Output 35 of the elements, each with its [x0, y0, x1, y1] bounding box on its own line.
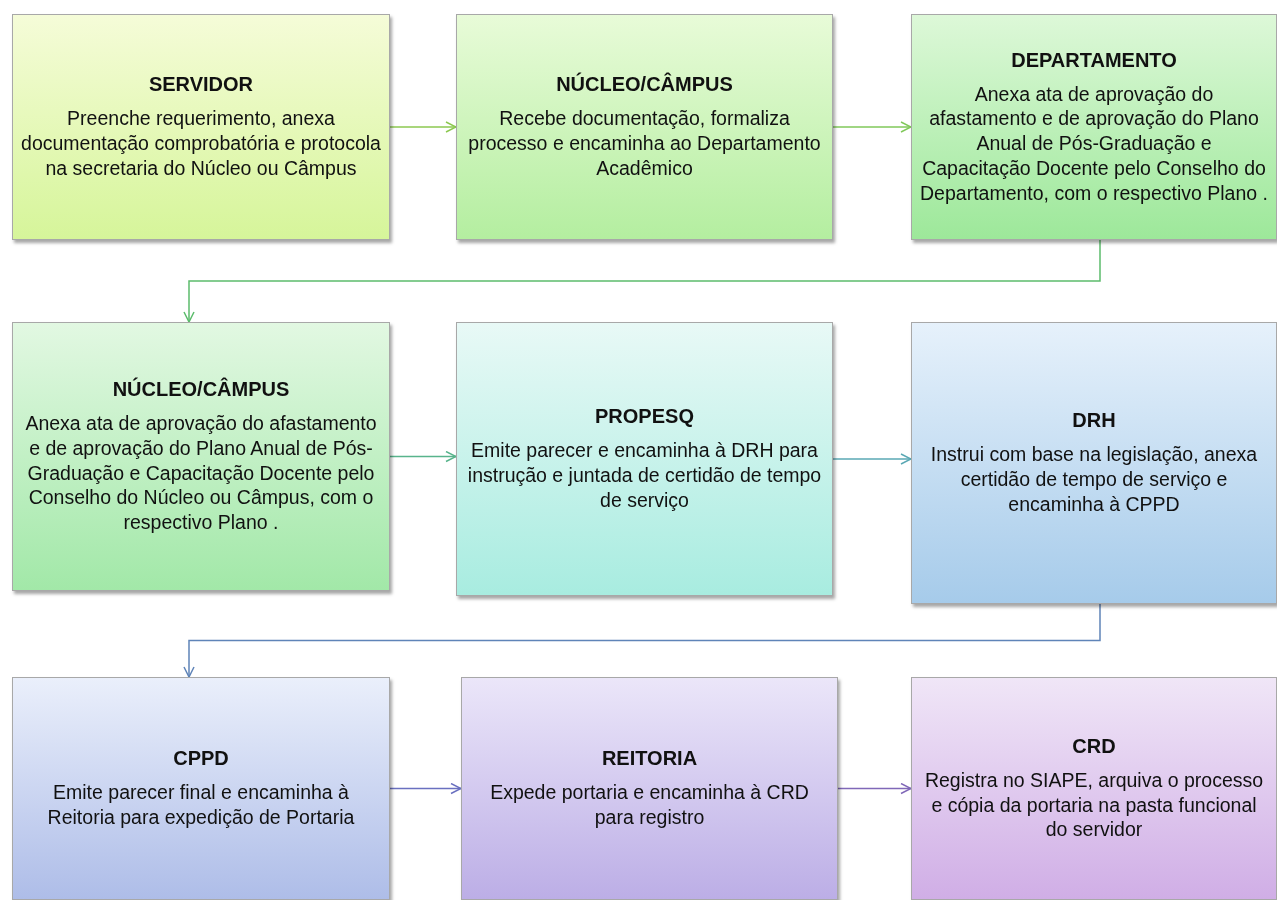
process-box: [456, 14, 833, 240]
box-text: Emite parecer final e encaminha à Reitoria para expedição de Portaria: [46, 780, 356, 830]
box-heading: REITORIA: [601, 747, 698, 771]
box-heading: CPPD: [173, 747, 229, 771]
box-text: Instrui com base na legislação, anexa certidão de tempo de serviço e encaminha à CPPD: [929, 442, 1259, 517]
box-heading: CRD: [1072, 734, 1116, 758]
box-text: Anexa ata de aprovação do afastamento e de aprovação do Plano Anual de Pós-Graduação e Capacitação Docente pelo Conselho do Departamento, com o respectivo Plano .: [920, 81, 1268, 206]
box-heading: SERVIDOR: [148, 73, 254, 97]
process-box: [911, 322, 1277, 604]
box-text: Recebe documentação, formaliza processo e encaminha ao Departamento Acadêmico: [467, 106, 822, 181]
box-text: Registra no SIAPE, arquiva o processo e cópia da portaria na pasta funcional do servidor: [923, 767, 1265, 843]
arrow: [837, 782, 912, 795]
box-heading: NÚCLEO/CÂMPUS: [112, 378, 290, 402]
arrow: [389, 450, 457, 463]
arrow: [183, 239, 1101, 323]
process-box: [911, 677, 1277, 900]
box-text: Preenche requerimento, anexa documentação comprobatória e protocola na secretaria do Núcleo ou Câmpus: [21, 106, 381, 181]
process-box: [911, 14, 1277, 240]
process-box: [456, 322, 833, 596]
box-heading: PROPESQ: [595, 405, 694, 429]
box-text: Expede portaria e encaminha à CRD para registro: [489, 780, 810, 830]
box-text: Emite parecer e encaminha à DRH para instrução e juntada de certidão de tempo de serviço: [466, 438, 823, 513]
box-text: Anexa ata de aprovação do afastamento e de aprovação do Plano Anual de Pós-Graduação e Capacitação Docente pelo Conselho do Núcleo ou Câmpus, com o respectivo Plano .: [24, 411, 378, 535]
process-box: [12, 677, 390, 900]
arrow: [832, 121, 912, 133]
arrow: [389, 121, 457, 133]
arrow: [389, 782, 462, 795]
arrow: [183, 603, 1101, 678]
box-heading: NÚCLEO/CÂMPUS: [556, 73, 733, 97]
arrow: [832, 453, 912, 465]
process-box: [12, 322, 390, 591]
box-heading: DEPARTAMENTO: [1011, 48, 1177, 72]
process-box: [12, 14, 390, 240]
box-heading: DRH: [1072, 409, 1116, 433]
process-box: [461, 677, 838, 900]
